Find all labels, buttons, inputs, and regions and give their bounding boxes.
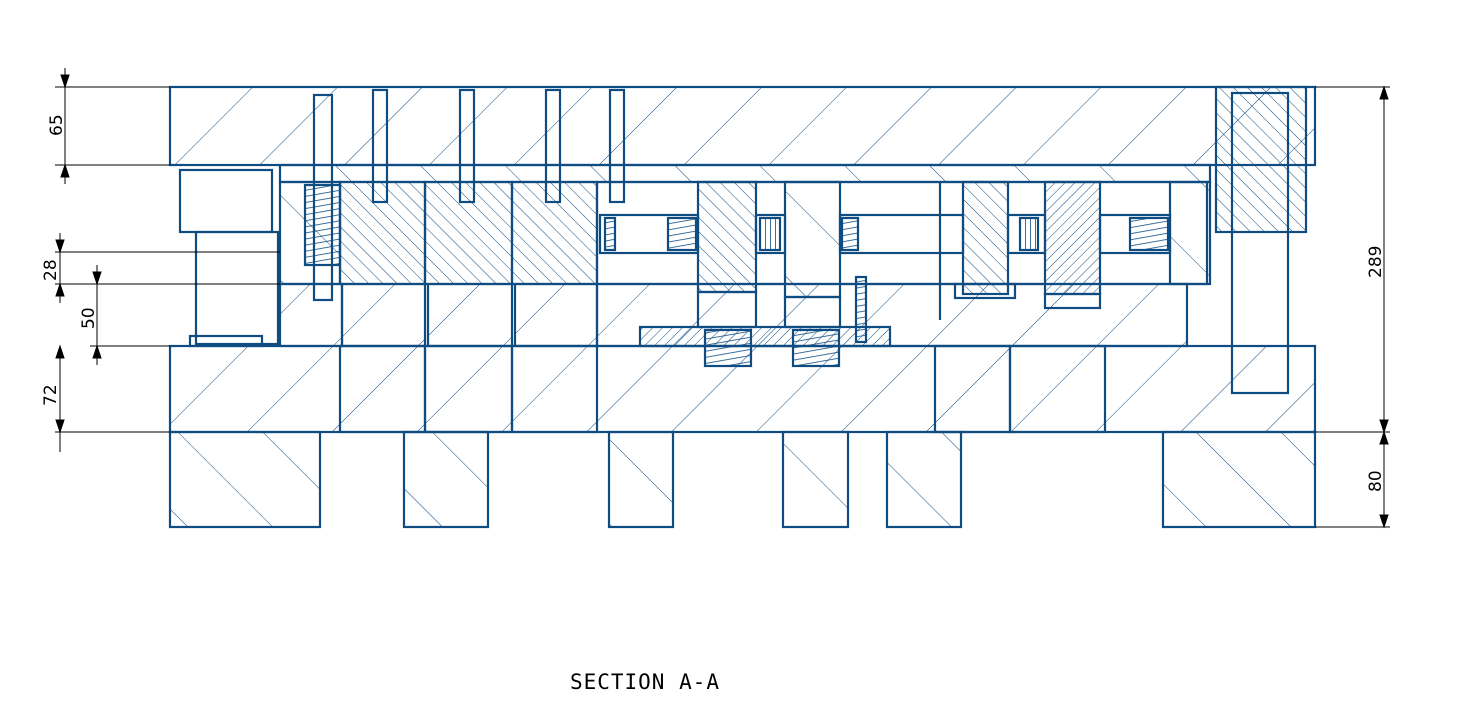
- lower-spring-2: [791, 328, 841, 368]
- spring-pocket-5: [1098, 213, 1172, 255]
- punch-holder-plate: [278, 163, 1212, 184]
- dim-lower-plate: 72: [41, 384, 61, 406]
- spring-pocket-4: [1006, 213, 1047, 255]
- parallel-2: [402, 430, 490, 529]
- guide-post-left: [194, 230, 280, 346]
- spring-coil-5: [1018, 216, 1040, 252]
- die-insert-4: [1043, 292, 1102, 310]
- parallel-6: [1161, 430, 1317, 529]
- forming-punch-2: [783, 180, 842, 299]
- punch-block-2: [423, 180, 514, 286]
- pilot-pin-2: [458, 88, 476, 204]
- die-block-3: [513, 282, 599, 348]
- dim-parallel-height: 80: [1366, 470, 1386, 492]
- parallel-1: [168, 430, 322, 529]
- spring-pocket-2: [754, 213, 787, 255]
- die-block-1: [340, 282, 427, 348]
- forming-punch-1: [696, 180, 758, 294]
- pilot-pin-1: [371, 88, 389, 204]
- parallel-3: [607, 430, 675, 529]
- right-retainer: [1168, 180, 1212, 286]
- pilot-pin-3: [544, 88, 562, 204]
- guide-bush-left: [178, 168, 274, 234]
- dim-total-height: 289: [1366, 246, 1386, 278]
- die-strip: [638, 325, 892, 348]
- die-plate-left: [278, 282, 344, 348]
- lower-insert-3: [510, 344, 599, 434]
- spring-coil-3: [758, 216, 782, 252]
- dim-die-gap: 50: [79, 307, 99, 329]
- spring-coil-2: [666, 216, 698, 252]
- dim-top-plate: 65: [47, 114, 67, 136]
- forming-punch-3: [961, 180, 1010, 296]
- parallel-4: [781, 430, 850, 529]
- spring-pocket-3: [838, 213, 965, 255]
- stripper-spring: [303, 183, 342, 267]
- spring-coil-1: [603, 216, 617, 252]
- section-caption: SECTION A-A: [569, 670, 721, 694]
- forming-punch-4: [1043, 180, 1102, 296]
- punch-block-1: [338, 180, 427, 286]
- spring-coil-4: [840, 216, 860, 252]
- die-insert-3: [953, 282, 1017, 300]
- parallel-5: [885, 430, 963, 529]
- top-clamp-plate: [168, 85, 1317, 167]
- punch-block-3: [510, 180, 599, 286]
- spring-pocket-1: [598, 213, 700, 255]
- pilot-pin-4: [608, 88, 626, 204]
- small-screw: [854, 275, 868, 344]
- lower-insert-5: [1008, 344, 1107, 434]
- guide-bush-right: [1214, 85, 1308, 234]
- die-block-2: [426, 282, 514, 348]
- section-geometry: [168, 85, 1317, 529]
- dim-stripper: 28: [41, 259, 61, 281]
- lower-spring-1: [703, 328, 753, 368]
- dimension-lines: [55, 68, 1390, 529]
- spring-coil-6: [1128, 216, 1170, 252]
